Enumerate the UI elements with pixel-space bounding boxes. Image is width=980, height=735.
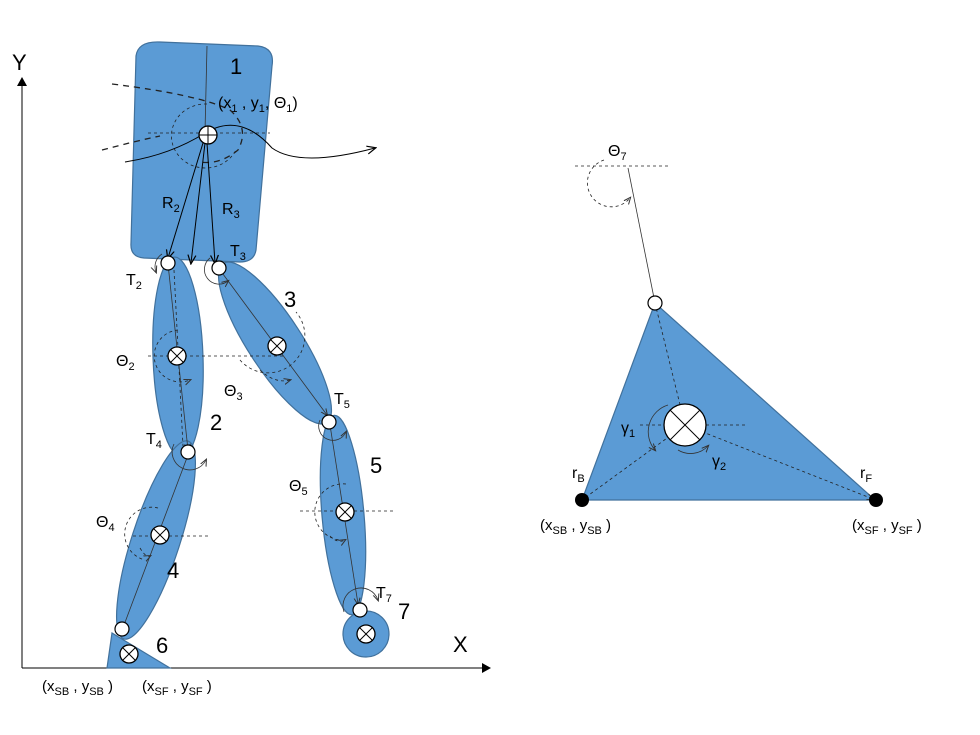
vector-R2 [168, 142, 204, 258]
com-marker-foot-detail [663, 403, 707, 447]
vector-R3 [206, 142, 215, 263]
segment-label-1: 1 [230, 54, 242, 79]
label-R2: R2 [162, 195, 180, 215]
label-theta4: Θ4 [96, 514, 115, 534]
segment-label-4: 4 [167, 558, 179, 583]
joint-ankle-left [114, 621, 130, 637]
joints [114, 255, 368, 637]
com-marker-1 [198, 125, 218, 145]
segment-2-dash-axis [173, 269, 184, 447]
contact-point-front [869, 493, 883, 507]
vector-center [191, 142, 206, 263]
foot-detail [575, 159, 883, 507]
gamma1-arc [647, 404, 669, 450]
label-rB: rB [572, 465, 585, 485]
joint-T2 [160, 255, 176, 271]
trunk-trajectory-arrow [124, 124, 375, 163]
label-left-foot-back: (xSB , ySB ) [42, 678, 113, 698]
com-marker-5 [335, 502, 355, 522]
segment-shapes [106, 41, 390, 669]
segment-label-7: 7 [398, 599, 410, 624]
theta5-arc [314, 483, 347, 541]
com-marker-7 [356, 624, 376, 644]
ankle-joint-foot-detail [647, 295, 663, 311]
label-foot-detail-front: (xSF , ySF ) [852, 517, 922, 537]
joint-T7 [352, 602, 368, 618]
label-R3: R3 [222, 201, 240, 221]
label-theta5: Θ5 [289, 478, 308, 498]
theta4-arrow [139, 547, 150, 556]
theta5-arrow [329, 535, 345, 541]
trunk-angle-arc [171, 103, 237, 169]
foot-triangle [581, 301, 877, 501]
y-axis-label: Y [12, 50, 27, 75]
foot-dash-to-front [684, 424, 873, 499]
trunk-details [101, 45, 375, 263]
joint-T3 [211, 260, 227, 276]
label-theta7: Θ7 [608, 143, 627, 163]
torque-arc-T2 [155, 253, 163, 272]
x-axis-label: X [453, 632, 468, 657]
trunk-axis-line [204, 45, 208, 133]
label-rF: rF [860, 465, 872, 485]
joint-T5 [321, 414, 337, 430]
torque-arc-T3 [204, 257, 228, 284]
theta4-arc [124, 506, 159, 561]
theta2-arc [153, 329, 190, 382]
label-left-foot-front: (xSF , ySF ) [142, 678, 212, 698]
label-T5: T5 [334, 391, 350, 411]
com-marker-6 [119, 644, 139, 664]
trunk-segment [130, 41, 274, 263]
segment-label-3: 3 [284, 287, 296, 312]
segment-label-5: 5 [370, 453, 382, 478]
joint-T4 [180, 444, 196, 460]
label-theta3: Θ3 [224, 383, 243, 403]
com-marker-3 [267, 336, 287, 356]
label-T3: T3 [230, 243, 246, 263]
label-gamma1: γ1 [621, 420, 635, 440]
trunk-dashed-path-upper [111, 83, 244, 164]
label-gamma2: γ2 [712, 453, 726, 473]
label-theta2: Θ2 [116, 353, 135, 373]
label-T4: T4 [146, 431, 162, 451]
com-markers [119, 336, 376, 664]
axes: Y X [12, 50, 491, 673]
segment-numbers: 1 2 3 4 5 6 7 [156, 54, 410, 658]
trunk-state-label: (x1 , y1, Θ1) [218, 95, 298, 115]
trunk-dashed-path-lower [101, 135, 161, 151]
shank-line-foot-detail [627, 167, 656, 304]
torque-arc-T4 [171, 443, 206, 471]
theta3-arrow [259, 369, 290, 381]
torque-arc-T7 [342, 587, 378, 613]
label-T7: T7 [376, 585, 392, 605]
com-marker-2 [167, 346, 187, 366]
gamma2-arc [677, 446, 708, 454]
label-T2: T2 [126, 272, 142, 292]
torque-arc-T5 [318, 419, 346, 441]
com-marker-4 [150, 525, 170, 545]
theta7-arc [587, 159, 630, 208]
contact-point-back [575, 493, 589, 507]
label-foot-detail-back: (xSB , ySB ) [540, 517, 611, 537]
segment-label-6: 6 [156, 633, 168, 658]
segment-label-2: 2 [210, 410, 222, 435]
